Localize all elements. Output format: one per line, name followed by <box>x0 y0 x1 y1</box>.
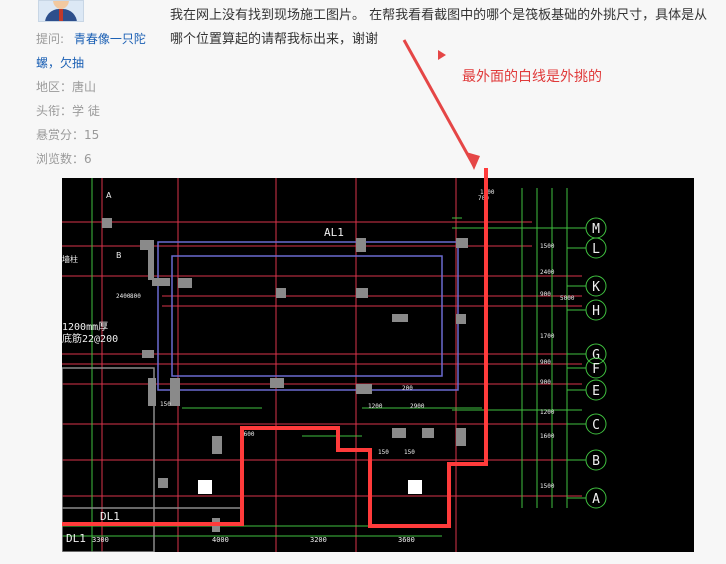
bottom-dim-0: 3300 <box>92 536 109 544</box>
avatar-tie <box>59 9 63 21</box>
svg-text:L: L <box>592 242 600 257</box>
bounty-value: 15 <box>84 128 100 142</box>
axis-bubble-e: E <box>567 379 607 401</box>
question-text: 我在网上没有找到现场施工图片。 在帮我看看截图中的哪个是筏板基础的外挑尺寸，具体… <box>170 8 708 47</box>
svg-text:E: E <box>592 384 600 399</box>
misc-dim-15: 900 <box>540 379 551 386</box>
bottom-dim-2: 3200 <box>310 536 327 544</box>
misc-dim-11: 1500 <box>540 243 555 250</box>
misc-dim-4: 1200 <box>368 403 383 410</box>
region-row: 地区：唐山 <box>36 78 96 95</box>
beam-label: AL1 <box>324 226 344 239</box>
region-value: 唐山 <box>72 80 97 94</box>
asker-row: 提问: 青春像一只陀 <box>36 30 146 47</box>
small-label-b: B <box>116 251 122 260</box>
misc-dim-3: 150 <box>160 401 171 408</box>
avatar-head <box>53 1 69 9</box>
bounty-row: 悬赏分：15 <box>36 126 99 143</box>
misc-dim-12: 900 <box>540 291 551 298</box>
views-value: 6 <box>84 152 92 166</box>
misc-dim-10: 2400 <box>540 269 555 276</box>
svg-text:M: M <box>592 222 600 237</box>
note-line-1: 1200mm厚 <box>62 321 108 333</box>
asker-name-link[interactable]: 青春像一只陀 <box>73 32 146 46</box>
axis-bubble-c: C <box>567 413 607 435</box>
views-label: 浏览数： <box>36 152 85 166</box>
dl-label: DL1 <box>100 510 120 523</box>
svg-text:K: K <box>592 280 600 295</box>
axis-bubble-g: G <box>567 343 607 365</box>
svg-text:F: F <box>592 362 600 377</box>
title-row: 头衔：学 徒 <box>36 102 100 119</box>
bottom-dim-1: 4000 <box>212 536 229 544</box>
misc-dim-7: 150 <box>404 449 415 456</box>
axis-bubble-l: L <box>567 237 607 259</box>
misc-dim-16: 1200 <box>540 409 555 416</box>
annotation-text: 最外面的白线是外挑的 <box>462 69 602 85</box>
misc-dim-18: 1500 <box>540 483 555 490</box>
dimension-lines <box>182 217 482 437</box>
axis-bubbles: ML KH GFE C B A <box>567 217 607 509</box>
misc-dim-19: 900 <box>540 359 551 366</box>
axis-bubble-h: H <box>567 299 607 321</box>
title-value: 学 徒 <box>72 104 100 118</box>
walls <box>157 241 459 391</box>
asker-row-2: 螺，欠抽 <box>36 54 84 71</box>
user-avatar[interactable] <box>38 0 84 22</box>
region-label: 地区： <box>36 80 73 94</box>
views-row: 浏览数：6 <box>36 150 92 167</box>
misc-dim-1: 800 <box>130 293 141 300</box>
marker-square-2 <box>408 480 422 494</box>
bounty-label: 悬赏分： <box>36 128 85 142</box>
axis-bubble-m: M <box>567 217 607 239</box>
asker-label: 提问: <box>36 32 65 46</box>
axis-bubble-f: F <box>567 357 607 379</box>
misc-dim-0: 2400 <box>116 293 131 300</box>
axis-bubble-a: A <box>567 487 607 509</box>
bottom-dimension-texts: 3300 4000 3200 3600 <box>92 536 415 544</box>
annotation-arrowhead-icon <box>466 152 480 170</box>
note-line-2: 底筋22@200 <box>62 332 118 345</box>
misc-dim-9: 700 <box>478 195 489 202</box>
small-label-c: 墙柱 <box>62 254 78 264</box>
asker-name-link-continued[interactable]: 螺，欠抽 <box>36 56 85 70</box>
misc-dim-5: 2900 <box>410 403 425 410</box>
axis-bubble-k: K <box>567 275 607 297</box>
small-label-a: A <box>106 191 112 200</box>
marker-square-1 <box>198 480 212 494</box>
svg-text:A: A <box>592 492 600 507</box>
svg-text:H: H <box>592 304 600 319</box>
svg-text:C: C <box>592 418 600 433</box>
misc-dim-6: 150 <box>378 449 389 456</box>
bottom-dim-3: 3600 <box>398 536 415 544</box>
misc-dim-2: 1600 <box>240 431 255 438</box>
title-label: 头衔： <box>36 104 73 118</box>
misc-dim-14: 1700 <box>540 333 555 340</box>
misc-dim-17: 1600 <box>540 433 555 440</box>
axis-bubble-b: B <box>567 449 607 471</box>
misc-dim-13: 5000 <box>560 295 575 302</box>
svg-text:B: B <box>592 454 600 469</box>
triangle-marker-icon <box>438 50 446 60</box>
misc-dim-20: 200 <box>402 385 413 392</box>
svg-text:G: G <box>592 348 600 363</box>
dl-label-2: DL1 <box>66 532 86 545</box>
beam-lines <box>62 178 582 552</box>
